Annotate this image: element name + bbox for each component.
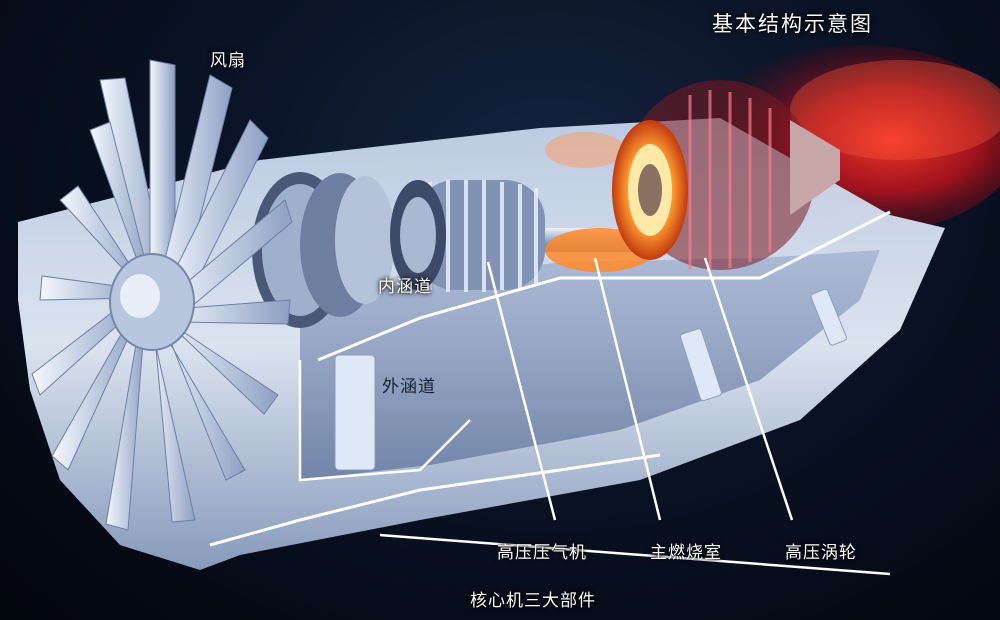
label-fan: 风扇 <box>210 51 246 71</box>
label-hp-turbine: 高压涡轮 <box>785 543 857 563</box>
label-inner-duct: 内涵道 <box>378 277 432 297</box>
hp-compressor-drum <box>390 180 545 292</box>
diagram-title: 基本结构示意图 <box>712 12 873 36</box>
hp-turbine <box>612 80 840 272</box>
bypass-struts <box>334 288 847 471</box>
leader-lines <box>379 257 891 576</box>
label-combustor: 主燃烧室 <box>650 543 722 563</box>
label-hp-compressor: 高压压气机 <box>497 543 587 563</box>
fan-blades <box>31 59 293 531</box>
bypass-cavity <box>300 250 880 480</box>
core-duct-outline <box>317 210 891 362</box>
label-core-group: 核心机三大部件 <box>470 591 596 611</box>
label-outer-duct: 外涵道 <box>382 377 436 397</box>
